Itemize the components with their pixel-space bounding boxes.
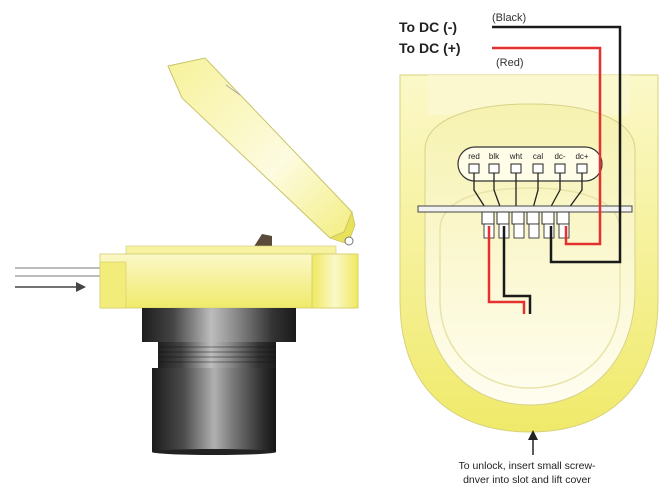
- terminal-block-cell: [541, 211, 555, 225]
- housing-top-plate: [125, 245, 337, 255]
- terminal-label: red: [468, 152, 480, 161]
- dc-positive-label: To DC (+): [399, 40, 461, 56]
- terminal-screw: [488, 163, 500, 174]
- terminal-block-lower: [558, 223, 570, 239]
- terminal-label: dc+: [575, 152, 588, 161]
- terminal-block-cell: [481, 211, 495, 225]
- metal-collar: [142, 308, 296, 342]
- transducer-tube: [152, 368, 276, 452]
- terminal-block-lower: [543, 223, 555, 239]
- thread-section: [158, 342, 276, 368]
- terminal-screw: [532, 163, 544, 174]
- housing-end-block: [99, 261, 127, 309]
- tube-bottom: [152, 449, 276, 455]
- sensor-top-view: red blk wht cal dc- dc+: [399, 25, 659, 433]
- hinge-pin: [344, 236, 354, 246]
- internal-black-wire: [502, 226, 532, 314]
- terminal-screw: [510, 163, 522, 174]
- internal-red-wire: [487, 226, 526, 314]
- dc-positive-red-wire: [492, 46, 602, 246]
- terminal-lead: [547, 173, 561, 213]
- housing-side-block: [311, 253, 359, 309]
- terminal-label: dc-: [554, 152, 565, 161]
- arrow-head-icon: [76, 282, 86, 292]
- terminal-screw: [576, 163, 588, 174]
- terminal-block-cell: [526, 211, 540, 225]
- inner-ring: [439, 187, 621, 389]
- terminal-screw: [554, 163, 566, 174]
- terminal-screw: [468, 163, 480, 174]
- dc-positive-color-label: (Red): [496, 57, 524, 69]
- terminal-lead: [493, 173, 503, 213]
- sensor-side-view: [15, 57, 359, 455]
- dc-negative-color-label: (Black): [492, 12, 526, 24]
- terminal-label: blk: [489, 152, 500, 161]
- terminal-block-cell: [496, 211, 510, 225]
- terminal-block-cell: [556, 211, 570, 225]
- circuit-board-edge: [417, 205, 633, 213]
- unlock-caption-line1: To unlock, insert small screw-: [458, 460, 596, 472]
- terminal-block-lower: [528, 223, 540, 239]
- lid-hinge-line: [225, 84, 241, 96]
- terminal-block-cell: [511, 211, 525, 225]
- terminal-lead: [473, 173, 489, 213]
- up-arrow-icon: [528, 430, 538, 440]
- dc-negative-label: To DC (-): [399, 19, 457, 35]
- terminal-lead: [565, 173, 583, 213]
- terminal-lead: [531, 173, 539, 213]
- terminal-label: cal: [533, 152, 543, 161]
- terminal-block-lower: [513, 223, 525, 239]
- unlock-caption-line2: dnver into slot and lift cover: [463, 474, 591, 486]
- terminal-label: wht: [509, 152, 523, 161]
- dc-negative-black-wire: [492, 25, 622, 264]
- open-lid: [167, 57, 353, 239]
